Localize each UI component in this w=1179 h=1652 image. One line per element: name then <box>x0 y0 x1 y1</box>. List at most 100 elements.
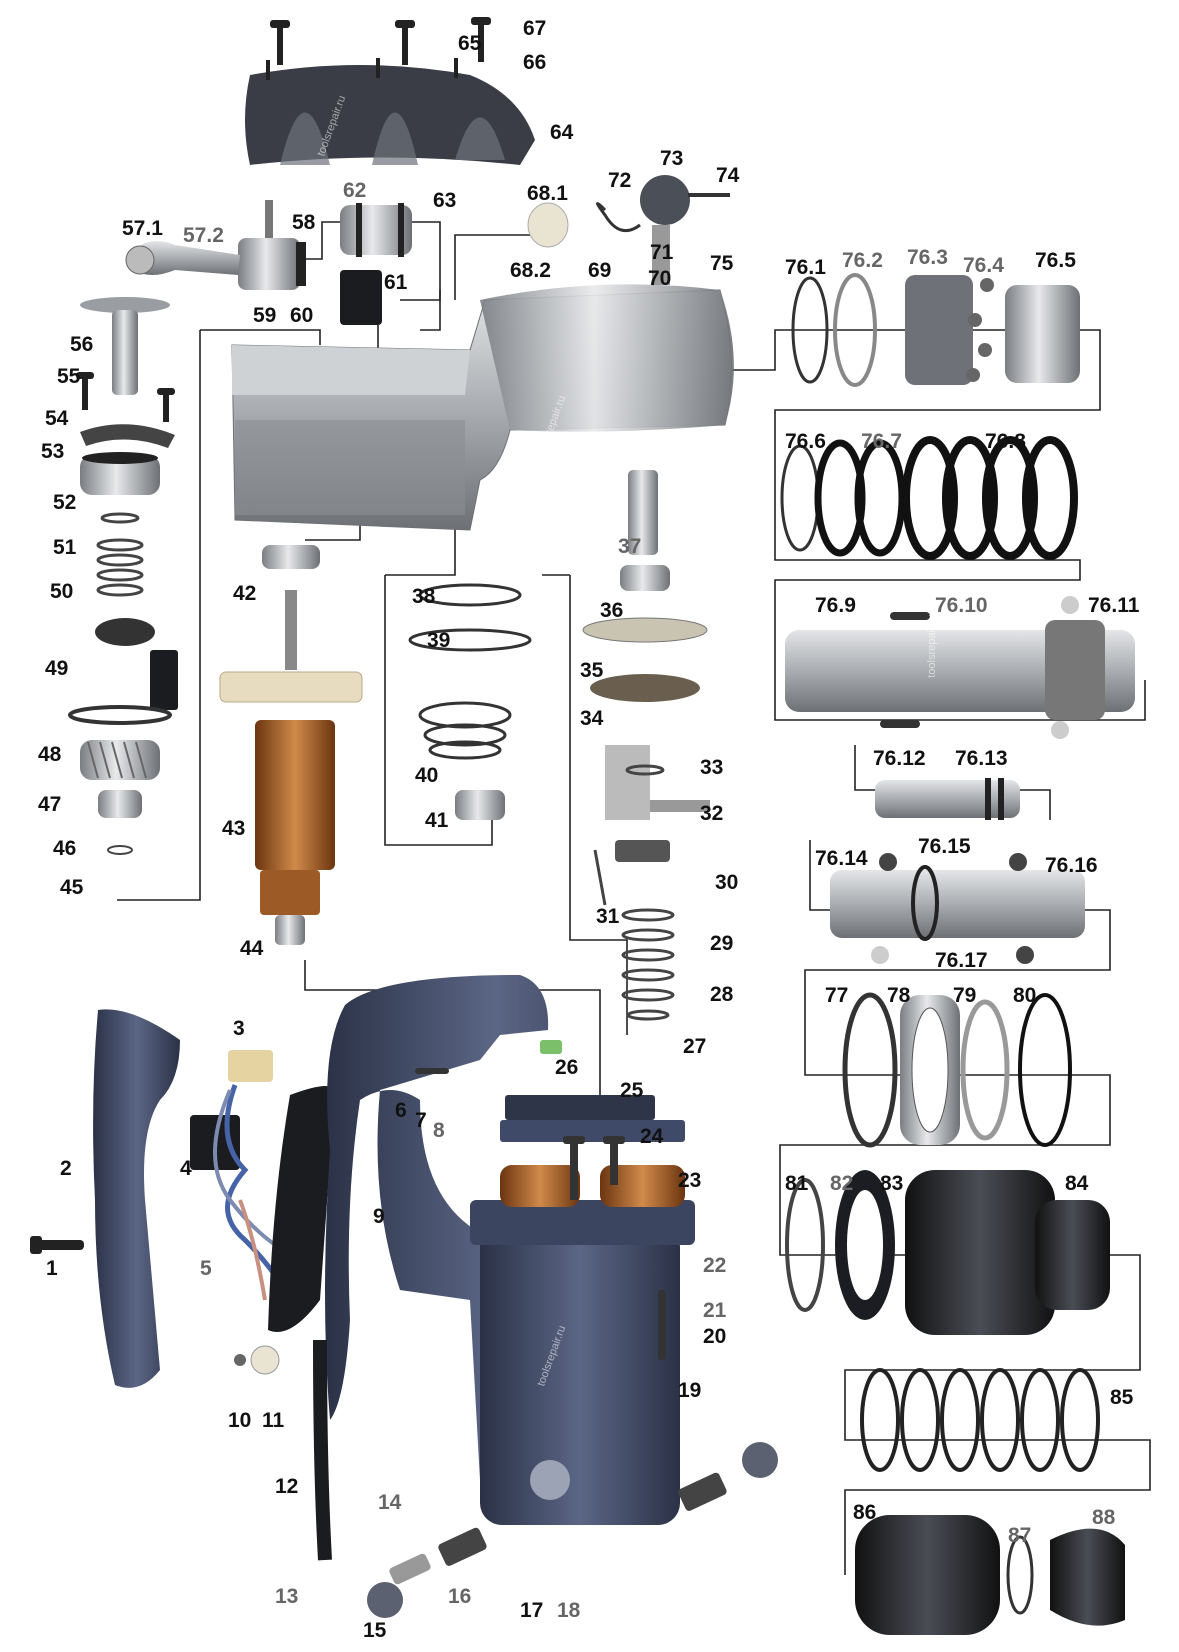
callout-label: 81 <box>785 1172 809 1195</box>
callout-label: 76.13 <box>955 747 1008 770</box>
callout-label: 76.5 <box>1035 249 1076 272</box>
leader-line <box>305 520 361 541</box>
screws-6-8-20-22-24 <box>415 1068 666 1360</box>
callout-label: 24 <box>640 1125 664 1148</box>
callout-label: 9 <box>373 1205 385 1228</box>
callout-label: 17 <box>520 1599 544 1622</box>
handle-half-2 <box>93 1009 180 1388</box>
striker-76-12-13 <box>875 778 1020 820</box>
crank-parts <box>80 200 412 395</box>
selector-parts-68-74 <box>527 175 730 285</box>
callout-label: 54 <box>45 407 69 430</box>
callout-label: 34 <box>580 707 604 730</box>
leader-line <box>844 1400 1151 1575</box>
callout-label: 69 <box>588 259 612 282</box>
callout-label: 76.7 <box>861 430 902 453</box>
callout-label: 43 <box>222 817 246 840</box>
callout-label: 13 <box>275 1585 299 1608</box>
callout-label: 79 <box>953 984 977 1007</box>
callout-label: 26 <box>555 1056 579 1079</box>
bearing-46 <box>98 790 142 855</box>
callout-label: 21 <box>703 1299 727 1322</box>
callout-label: 3 <box>233 1017 245 1040</box>
callout-label: 20 <box>703 1325 727 1348</box>
callout-label: 76.10 <box>935 594 988 617</box>
callout-label: 84 <box>1065 1172 1089 1195</box>
leader-line <box>569 575 628 1035</box>
leader-line <box>117 330 201 901</box>
spring-85 <box>860 1368 1100 1472</box>
callout-label: 68.1 <box>527 182 568 205</box>
callout-label: 47 <box>38 793 62 816</box>
callout-label: 30 <box>715 871 739 894</box>
leader-line <box>400 290 441 301</box>
callout-label: 33 <box>700 756 724 779</box>
bearing-41 <box>455 790 505 820</box>
callout-label: 8 <box>433 1119 445 1142</box>
callout-label: 49 <box>45 657 69 680</box>
motor-housing-19 <box>325 975 695 1525</box>
screw-1 <box>30 1236 84 1254</box>
callout-label: 31 <box>596 905 620 928</box>
bracket-48 <box>68 650 178 725</box>
callout-label: 76.1 <box>785 256 826 279</box>
leader-line <box>774 660 1146 721</box>
callout-label: 76.16 <box>1045 854 1098 877</box>
callout-label: 71 <box>650 241 674 264</box>
callout-label: 1 <box>46 1257 58 1280</box>
sleeve-81-84 <box>785 1170 1110 1335</box>
callout-label: 76.9 <box>815 594 856 617</box>
leader-line <box>384 575 493 846</box>
plate-53 <box>80 424 175 448</box>
screws-54-55 <box>76 372 175 422</box>
piston-76-14-17 <box>830 853 1085 964</box>
switch-wiring-3-5 <box>190 1050 301 1302</box>
callout-label: 53 <box>41 440 65 463</box>
callout-label: 64 <box>550 121 574 144</box>
side-cover <box>268 1086 335 1332</box>
callout-label: 76.2 <box>842 249 883 272</box>
callout-label: 28 <box>710 983 734 1006</box>
bearing-52 <box>80 452 160 495</box>
callout-label: 19 <box>678 1379 702 1402</box>
callout-label: 61 <box>384 271 408 294</box>
leader-line <box>300 221 342 260</box>
callout-label: 78 <box>887 984 911 1007</box>
gear-47 <box>80 740 160 780</box>
spindle-gear-parts <box>582 470 710 862</box>
callout-label: 57.2 <box>183 224 224 247</box>
callout-label: 40 <box>415 764 439 787</box>
leader-line <box>412 221 441 331</box>
gear-housing-75 <box>231 284 734 531</box>
springs-27-31 <box>593 764 675 1021</box>
callout-label: 35 <box>580 659 604 682</box>
callout-label: 36 <box>600 599 624 622</box>
callout-label: 15 <box>363 1619 387 1642</box>
callout-label: 56 <box>70 333 94 356</box>
callout-label: 75 <box>710 252 734 275</box>
callout-label: 14 <box>378 1491 402 1514</box>
callout-label: 52 <box>53 491 77 514</box>
callout-label: 45 <box>60 876 84 899</box>
callout-label: 16 <box>448 1585 472 1608</box>
springs-38-40 <box>408 583 532 760</box>
callout-label: 37 <box>618 535 642 558</box>
callout-label: 60 <box>290 304 314 327</box>
callout-label: 10 <box>228 1409 252 1432</box>
callout-label: 38 <box>412 585 436 608</box>
callout-label: 44 <box>240 937 264 960</box>
callout-label: 76.14 <box>815 847 868 870</box>
cord-12-13 <box>313 1339 332 1561</box>
callout-label: 67 <box>523 17 547 40</box>
barrel-76-9 <box>785 596 1135 739</box>
callout-label: 57.1 <box>122 217 163 240</box>
callout-label: 85 <box>1110 1386 1134 1409</box>
callout-label: 29 <box>710 932 734 955</box>
callout-label: 4 <box>180 1157 192 1180</box>
callout-label: 46 <box>53 837 77 860</box>
callout-label: 5 <box>200 1257 212 1280</box>
callout-label: 11 <box>262 1409 285 1432</box>
clutch-49 <box>95 618 155 646</box>
callout-label: 76.6 <box>785 430 826 453</box>
chuck-springs-76-6-8 <box>780 436 1078 560</box>
